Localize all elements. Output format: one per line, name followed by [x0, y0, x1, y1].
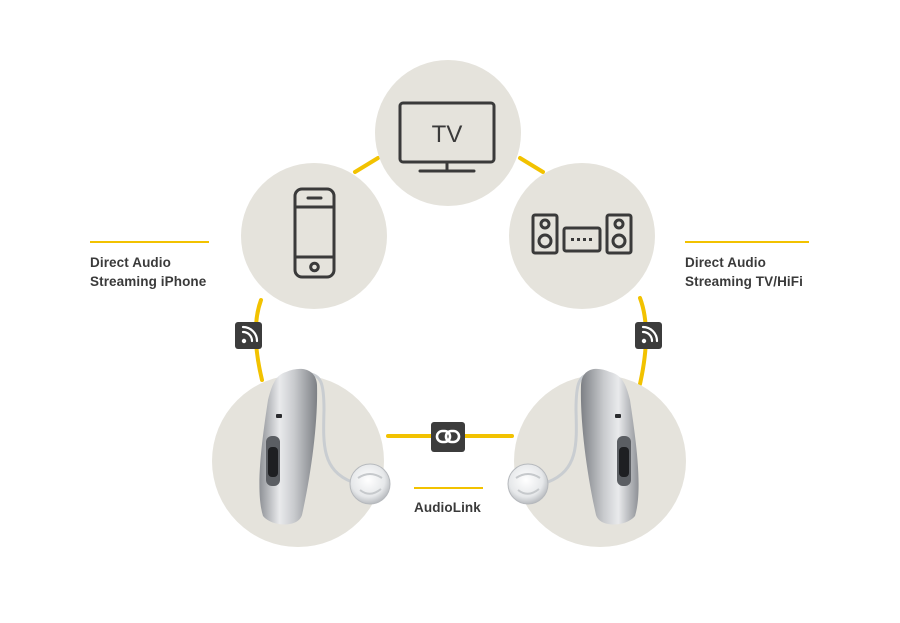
hearing-left-dome: [349, 463, 391, 505]
tv-circle: [375, 60, 521, 206]
label-left-line2: Streaming iPhone: [90, 274, 207, 289]
label-direct-streaming-iphone: Direct Audio Streaming iPhone: [90, 253, 206, 291]
stereo-icon: [531, 213, 633, 255]
label-audiolink: AudioLink: [414, 500, 481, 515]
label-direct-streaming-tv-hifi: Direct Audio Streaming TV/HiFi: [685, 253, 803, 291]
label-rule-right: [685, 241, 809, 243]
link-badge-center: [431, 422, 465, 452]
phone-circle: [241, 163, 387, 309]
label-right-line1: Direct Audio: [685, 255, 766, 270]
wireless-badge-right: [635, 322, 662, 349]
stereo-display-dots: [571, 238, 592, 241]
link-icon: [435, 429, 461, 444]
label-rule-bottom: [414, 487, 483, 489]
label-right-line2: Streaming TV/HiFi: [685, 274, 803, 289]
connector-phone-tv: [353, 156, 380, 174]
label-rule-left: [90, 241, 209, 243]
hearing-right-dome: [507, 463, 549, 505]
hearing-aid-right: [507, 368, 686, 547]
tv-icon: [398, 101, 496, 173]
wireless-stream-icon: [241, 325, 259, 343]
phone-device: [241, 163, 387, 309]
tv-device: TV: [375, 60, 521, 206]
hifi-device: [509, 163, 655, 309]
smartphone-icon: [293, 187, 336, 279]
hearing-left-tube: [303, 372, 353, 484]
tv-label: TV: [432, 121, 463, 148]
hearing-aid-left: [212, 368, 391, 547]
connector-tv-hifi: [518, 156, 545, 174]
label-left-line1: Direct Audio: [90, 255, 171, 270]
wireless-stream-icon: [641, 325, 659, 343]
wireless-badge-left: [235, 322, 262, 349]
hifi-circle: [509, 163, 655, 309]
